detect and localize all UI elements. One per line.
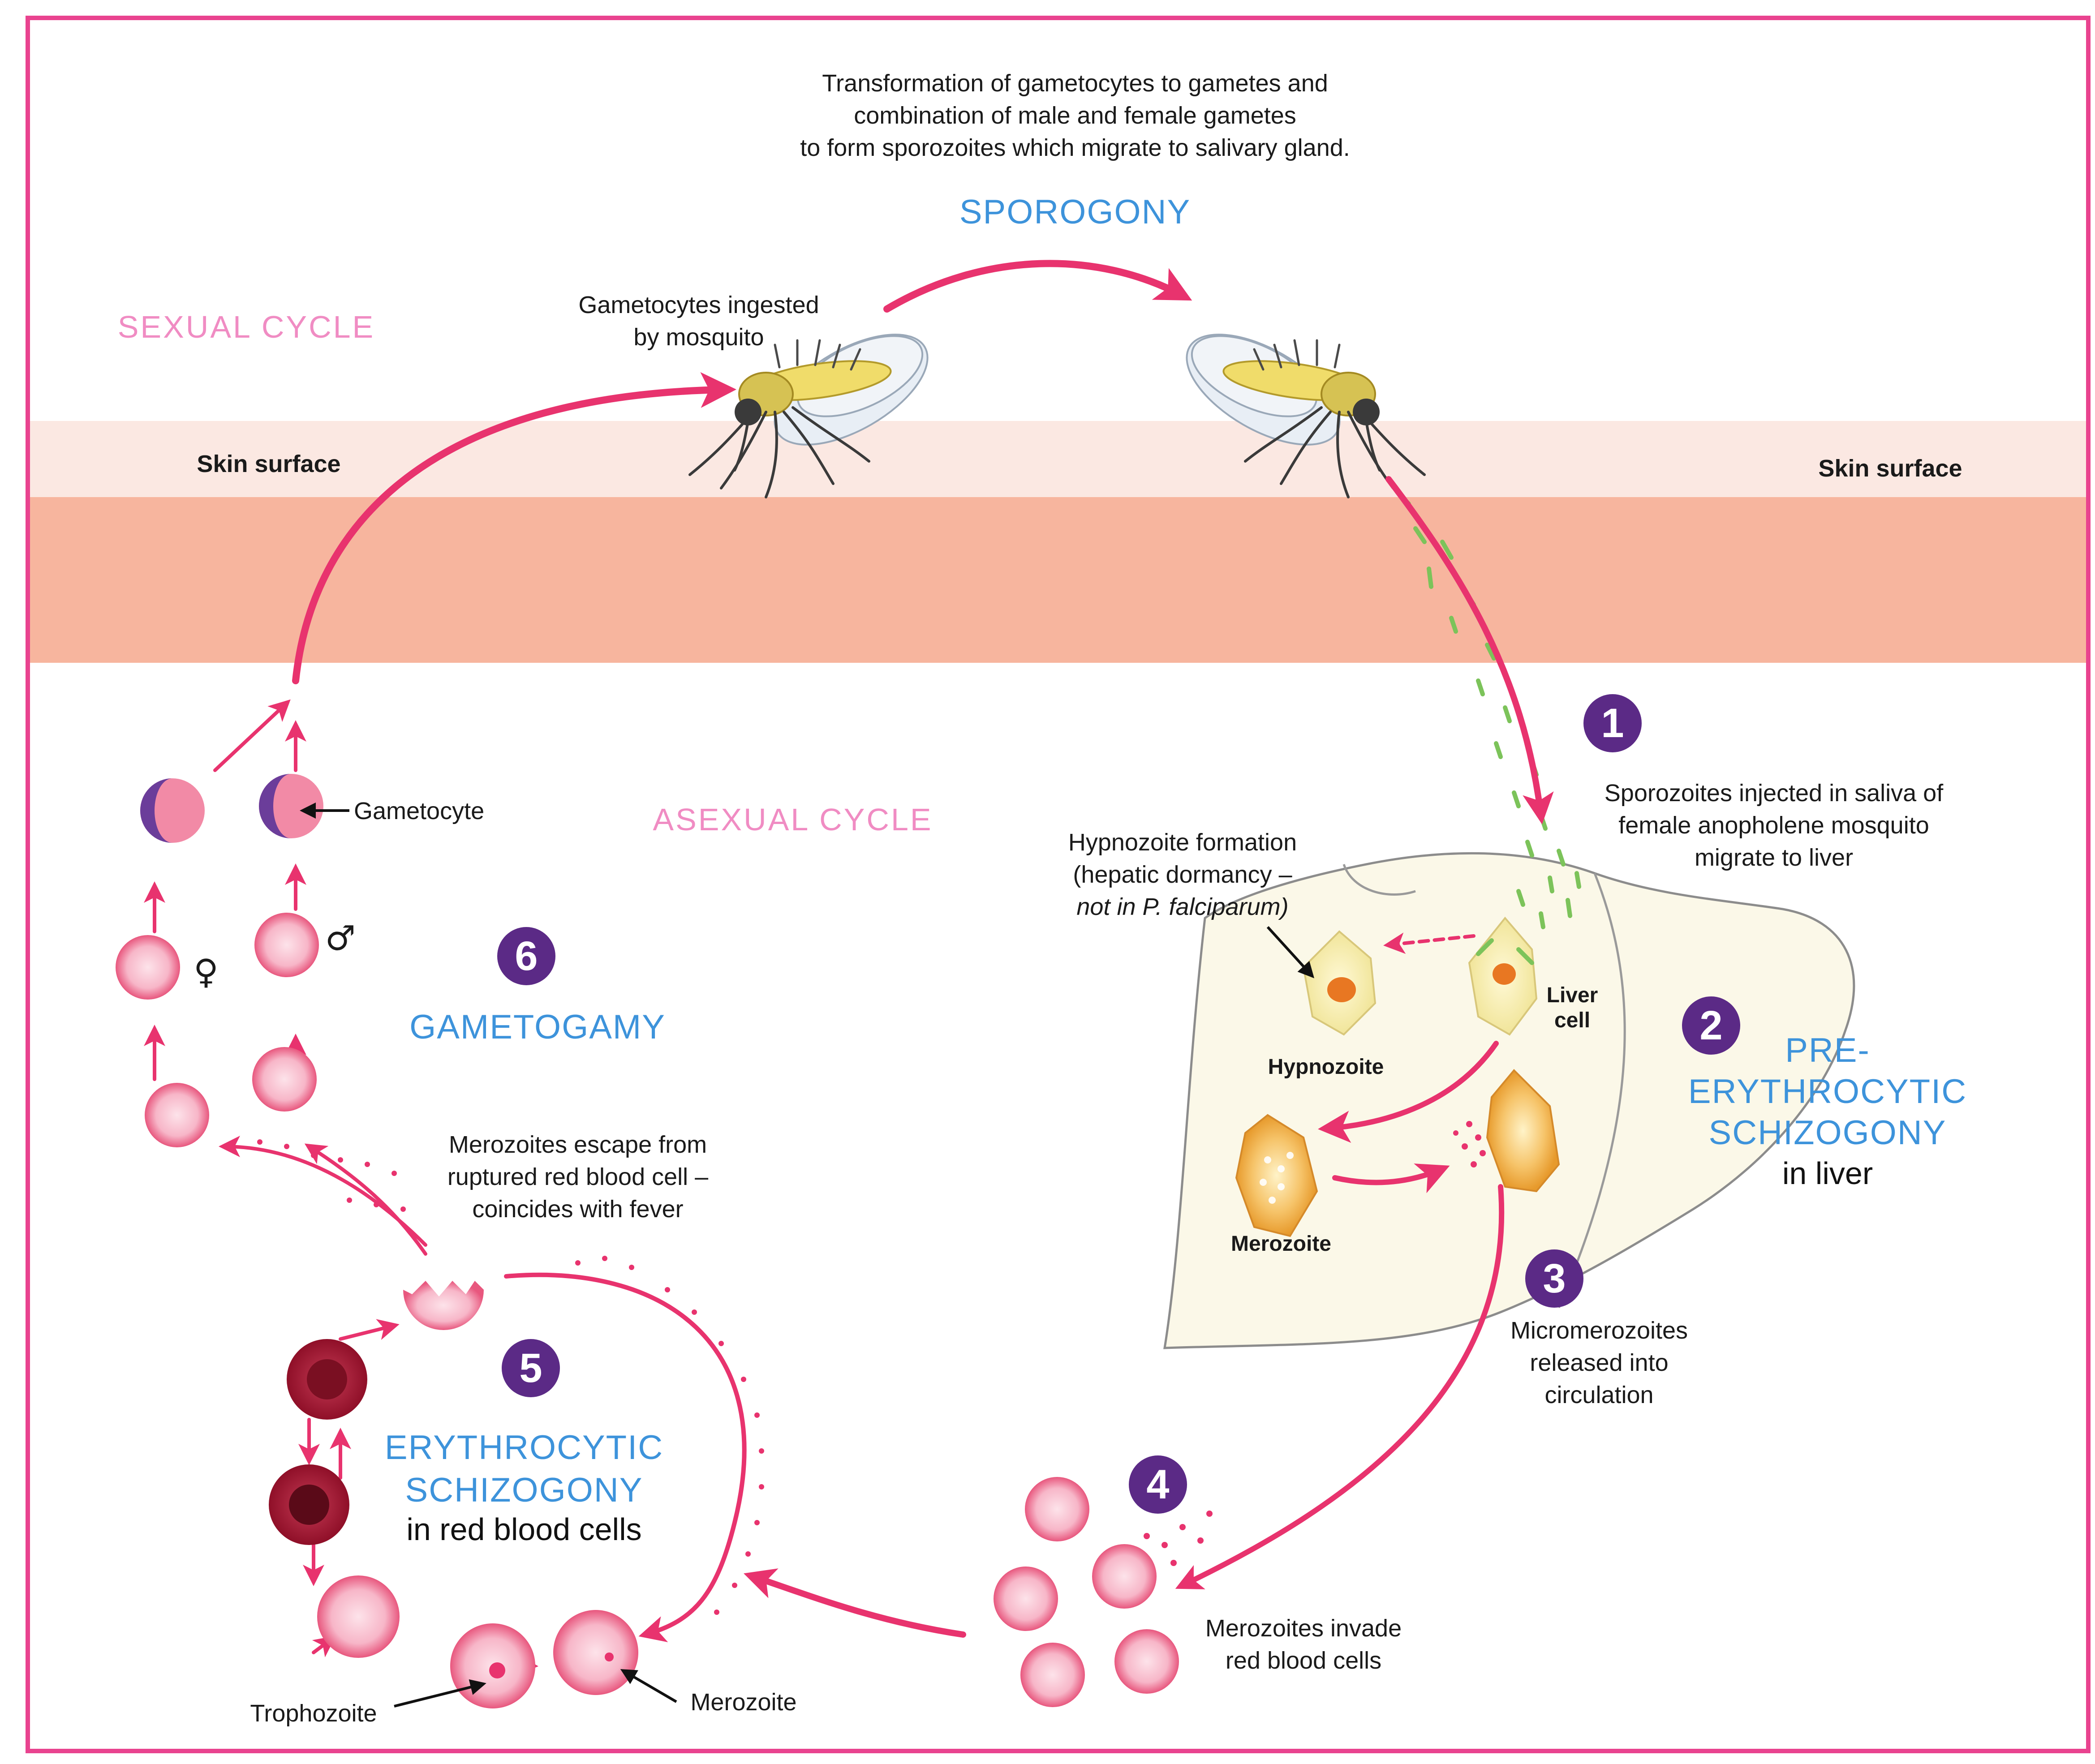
top-caption-line-3: to form sporozoites which migrate to sal… [694, 132, 1456, 164]
step-3-caption: Micromerozoites released into circulatio… [1442, 1314, 1756, 1411]
trophozoite-label: Trophozoite [228, 1697, 399, 1730]
step-4-caption-line-2: red blood cells [1147, 1644, 1460, 1677]
top-caption-line-1: Transformation of gametocytes to gametes… [694, 67, 1456, 99]
step-6-badge: 6 [497, 927, 555, 985]
gametogamy-title: GAMETOGAMY [376, 1008, 699, 1047]
liver-merozoite-label: Merozoite [1192, 1232, 1371, 1257]
liver-cell-label: Liver cell [1523, 983, 1622, 1033]
liver-cell-line-2: cell [1523, 1008, 1622, 1033]
hypnozoite-caption-line-3: not in P. falciparum) [1003, 891, 1362, 923]
female-symbol: ♀ [188, 952, 224, 991]
pre-erythrocytic-line-2: ERYTHROCYTIC [1648, 1071, 2007, 1112]
step-1-caption-line-3: migrate to liver [1559, 841, 1989, 874]
sporogony-title: SPOROGONY [918, 193, 1232, 232]
skin-surface-left-label: Skin surface [170, 448, 367, 480]
merozoites-escape-caption: Merozoites escape from ruptured red bloo… [394, 1129, 761, 1225]
step-3-badge: 3 [1525, 1249, 1583, 1308]
top-caption: Transformation of gametocytes to gametes… [694, 67, 1456, 164]
pre-erythrocytic-line-3: SCHIZOGONY [1648, 1112, 2007, 1154]
asexual-cycle-label: ASEXUAL CYCLE [636, 802, 950, 837]
hypnozoite-label: Hypnozoite [1236, 1055, 1415, 1080]
sexual-cycle-label: SEXUAL CYCLE [103, 309, 390, 345]
step-1-caption-line-1: Sporozoites injected in saliva of [1559, 777, 1989, 809]
top-caption-line-2: combination of male and female gametes [694, 99, 1456, 132]
merozoites-escape-line-3: coincides with fever [394, 1193, 761, 1225]
step-1-caption-line-2: female anopholene mosquito [1559, 809, 1989, 841]
rbc-merozoite-label: Merozoite [667, 1686, 820, 1718]
gametocytes-ingested-line-1: Gametocytes ingested [529, 289, 869, 321]
gametocytes-ingested-label: Gametocytes ingested by mosquito [529, 289, 869, 353]
step-1-badge: 1 [1583, 694, 1642, 752]
gametocytes-ingested-line-2: by mosquito [529, 321, 869, 353]
hypnozoite-dot [1327, 977, 1356, 1002]
pre-erythrocytic-title: PRE- ERYTHROCYTIC SCHIZOGONY [1648, 1030, 2007, 1154]
erythrocytic-where: in red blood cells [345, 1511, 703, 1547]
skin-layer [30, 497, 2086, 663]
merozoites-escape-line-2: ruptured red blood cell – [394, 1161, 761, 1193]
hypnozoite-formation-caption: Hypnozoite formation (hepatic dormancy –… [1003, 826, 1362, 923]
liver-cell-nucleus [1493, 963, 1516, 985]
merozoites-escape-line-1: Merozoites escape from [394, 1129, 761, 1161]
step-4-caption-line-1: Merozoites invade [1147, 1612, 1460, 1644]
gametocyte-label: Gametocyte [354, 795, 533, 827]
step-1-caption: Sporozoites injected in saliva of female… [1559, 777, 1989, 874]
hypnozoite-caption-line-2: (hepatic dormancy – [1003, 858, 1362, 891]
pre-erythrocytic-where: in liver [1693, 1155, 1962, 1191]
step-3-caption-line-1: Micromerozoites [1442, 1314, 1756, 1347]
erythrocytic-line-2: SCHIZOGONY [345, 1469, 703, 1511]
hypnozoite-caption-line-1: Hypnozoite formation [1003, 826, 1362, 858]
male-symbol: ♂ [323, 918, 358, 958]
step-4-badge: 4 [1129, 1455, 1187, 1514]
step-3-caption-line-2: released into [1442, 1347, 1756, 1379]
step-4-caption: Merozoites invade red blood cells [1147, 1612, 1460, 1677]
erythrocytic-line-1: ERYTHROCYTIC [345, 1426, 703, 1469]
liver-cell-line-1: Liver [1523, 983, 1622, 1008]
erythrocytic-title: ERYTHROCYTIC SCHIZOGONY [345, 1426, 703, 1511]
pre-erythrocytic-line-1: PRE- [1648, 1030, 2007, 1071]
step-3-caption-line-3: circulation [1442, 1379, 1756, 1411]
skin-surface-right-label: Skin surface [1792, 452, 1989, 485]
step-5-badge: 5 [502, 1339, 560, 1397]
